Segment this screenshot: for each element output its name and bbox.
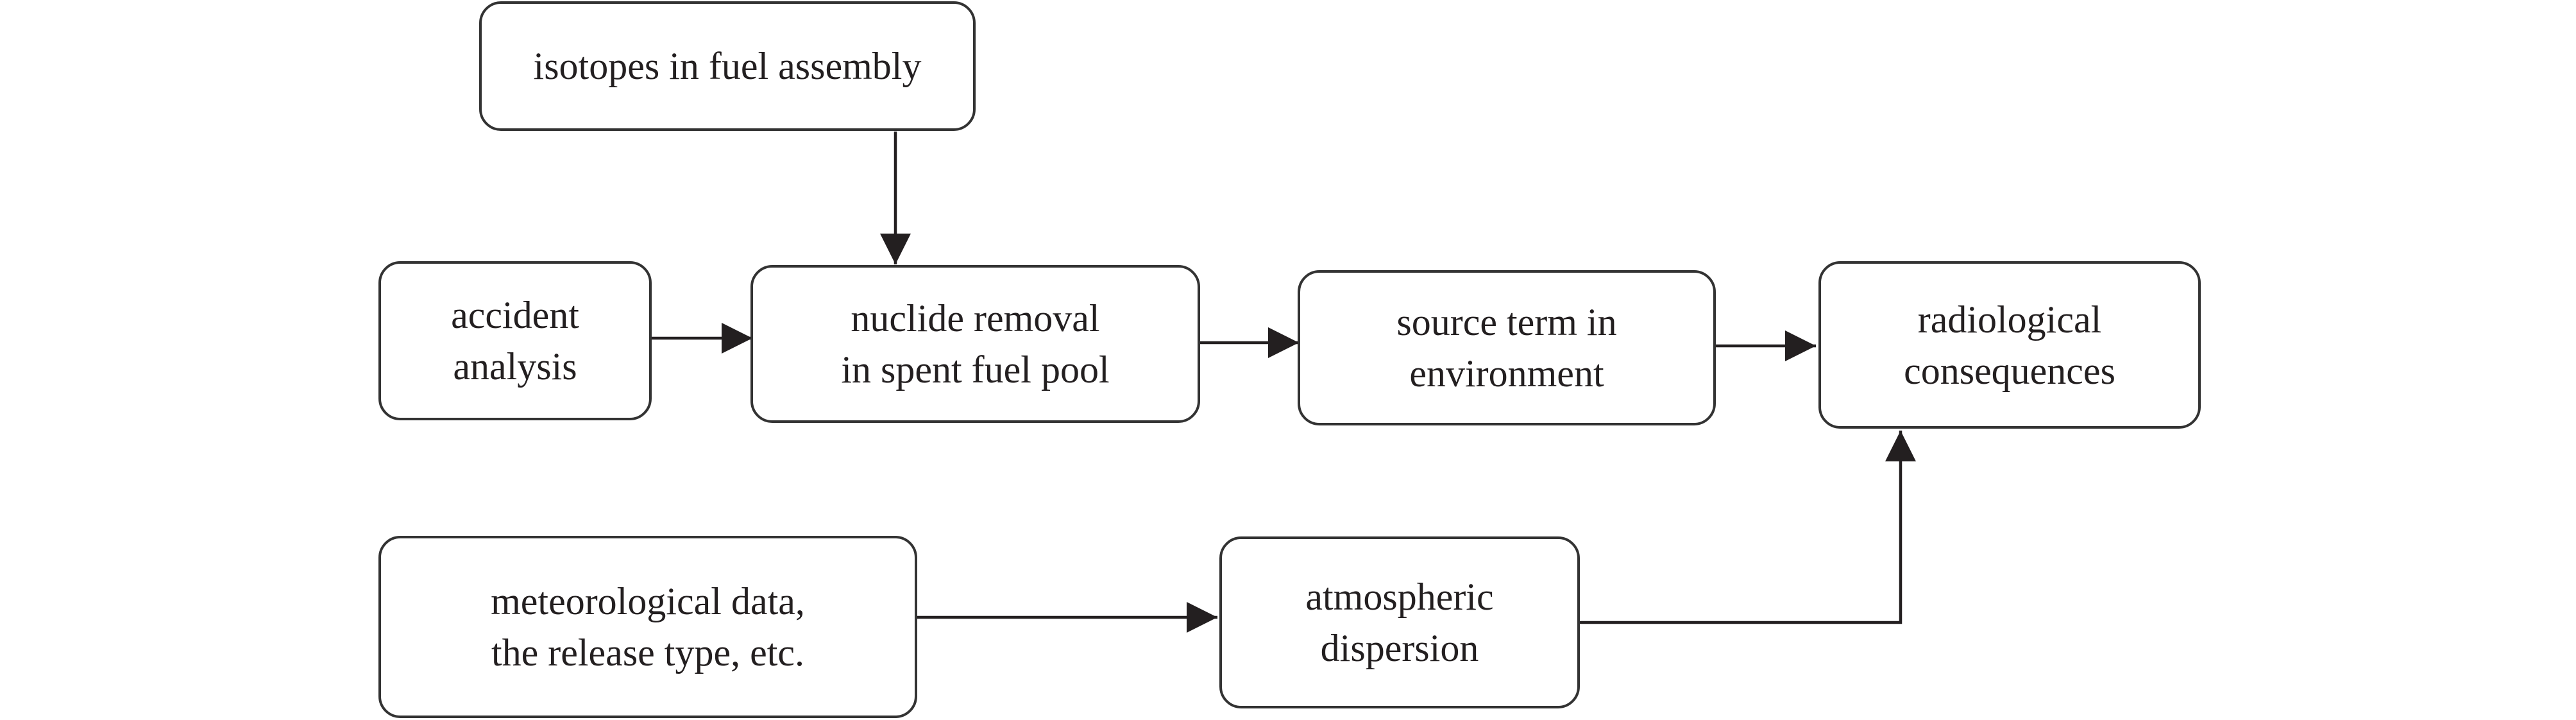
nuclide-removal-box: nuclide removal in spent fuel pool	[750, 265, 1200, 423]
arrow-atmospheric-to-radiological	[1580, 431, 1916, 624]
atmospheric-dispersion-label-line1: atmospheric	[1305, 576, 1494, 618]
accident-analysis-label-line1: accident	[451, 294, 579, 336]
meteorological-data-label-line1: meteorological data,	[491, 580, 805, 622]
nuclide-removal-label-line1: nuclide removal	[851, 297, 1100, 339]
radiological-consequences-label-line1: radiological	[1917, 298, 2102, 341]
accident-analysis-box: accident analysis	[378, 261, 652, 420]
meteorological-data-box: meteorological data, the release type, e…	[378, 536, 917, 718]
atmospheric-dispersion-box: atmospheric dispersion	[1219, 536, 1580, 708]
source-term-label-line1: source term in	[1396, 301, 1617, 343]
radiological-consequences-box: radiological consequences	[1818, 261, 2201, 429]
source-term-label-line2: environment	[1409, 352, 1604, 395]
isotopes-in-fuel-assembly-box: isotopes in fuel assembly	[479, 1, 976, 131]
nuclide-removal-label-line2: in spent fuel pool	[841, 348, 1110, 391]
radiological-consequences-label-line2: consequences	[1904, 349, 2115, 392]
isotopes-in-fuel-assembly-label: isotopes in fuel assembly	[533, 45, 922, 87]
meteorological-data-label-line2: the release type, etc.	[491, 631, 805, 674]
atmospheric-dispersion-label-line2: dispersion	[1320, 627, 1479, 669]
source-term-box: source term in environment	[1298, 270, 1716, 425]
accident-analysis-label-line2: analysis	[453, 345, 577, 388]
